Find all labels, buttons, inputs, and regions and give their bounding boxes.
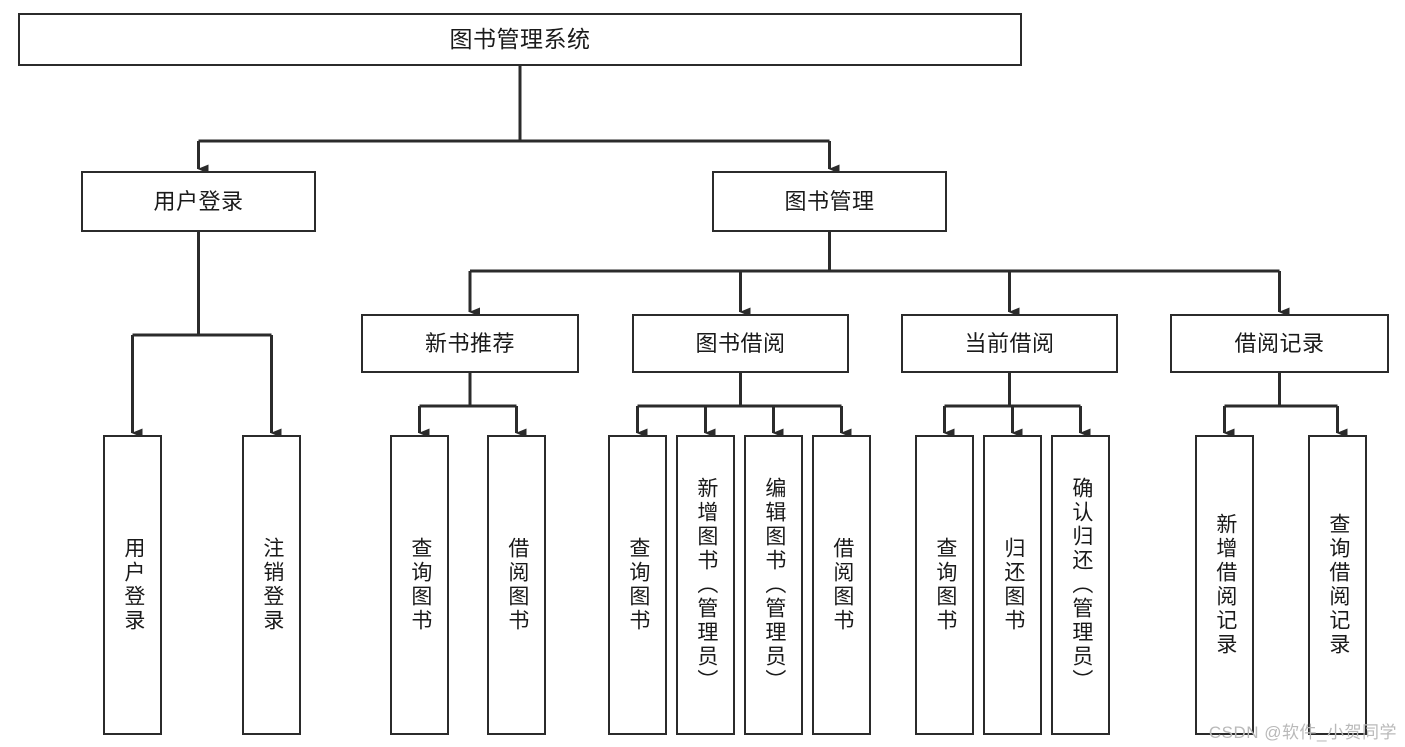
node-label: 用户登录 (153, 188, 244, 214)
node-root[interactable]: 图书管理系统 (18, 13, 1022, 66)
node-leaf-query-record[interactable]: 查询借阅记录 (1308, 435, 1367, 735)
node-label: 查询图书 (626, 537, 650, 633)
node-leaf-borrow-book-2[interactable]: 借阅图书 (812, 435, 871, 735)
node-label: 新增图书（管理员） (694, 477, 718, 693)
node-label: 注销登录 (260, 537, 284, 633)
node-leaf-query-book-2[interactable]: 查询图书 (608, 435, 667, 735)
node-label: 用户登录 (121, 537, 145, 633)
node-leaf-return-book[interactable]: 归还图书 (983, 435, 1042, 735)
node-label: 查询借阅记录 (1326, 513, 1350, 657)
node-label: 借阅图书 (505, 537, 529, 633)
node-label: 当前借阅 (964, 330, 1055, 356)
node-leaf-user-logout[interactable]: 注销登录 (242, 435, 301, 735)
node-borrow-record[interactable]: 借阅记录 (1170, 314, 1389, 373)
node-label: 查询图书 (933, 537, 957, 633)
node-leaf-edit-book[interactable]: 编辑图书（管理员） (744, 435, 803, 735)
csdn-watermark: CSDN @软件_小贺同学 (1208, 723, 1397, 742)
node-label: 图书管理系统 (449, 25, 591, 52)
node-user-login[interactable]: 用户登录 (81, 171, 316, 232)
node-leaf-confirm-return[interactable]: 确认归还（管理员） (1051, 435, 1110, 735)
node-leaf-query-book-3[interactable]: 查询图书 (915, 435, 974, 735)
node-leaf-query-book-1[interactable]: 查询图书 (390, 435, 449, 735)
node-book-manage[interactable]: 图书管理 (712, 171, 947, 232)
node-leaf-add-record[interactable]: 新增借阅记录 (1195, 435, 1254, 735)
node-label: 查询图书 (408, 537, 432, 633)
node-label: 编辑图书（管理员） (762, 477, 786, 693)
node-label: 确认归还（管理员） (1069, 477, 1093, 693)
node-current-borrow[interactable]: 当前借阅 (901, 314, 1118, 373)
node-label: 新书推荐 (424, 330, 515, 356)
node-leaf-add-book[interactable]: 新增图书（管理员） (676, 435, 735, 735)
node-leaf-borrow-book-1[interactable]: 借阅图书 (487, 435, 546, 735)
node-leaf-user-login[interactable]: 用户登录 (103, 435, 162, 735)
node-book-borrow[interactable]: 图书借阅 (632, 314, 849, 373)
node-label: 借阅图书 (830, 537, 854, 633)
node-label: 图书借阅 (695, 330, 786, 356)
node-label: 图书管理 (784, 188, 875, 214)
node-label: 归还图书 (1001, 537, 1025, 633)
node-label: 借阅记录 (1234, 330, 1325, 356)
node-label: 新增借阅记录 (1213, 513, 1237, 657)
node-new-book-rec[interactable]: 新书推荐 (361, 314, 579, 373)
